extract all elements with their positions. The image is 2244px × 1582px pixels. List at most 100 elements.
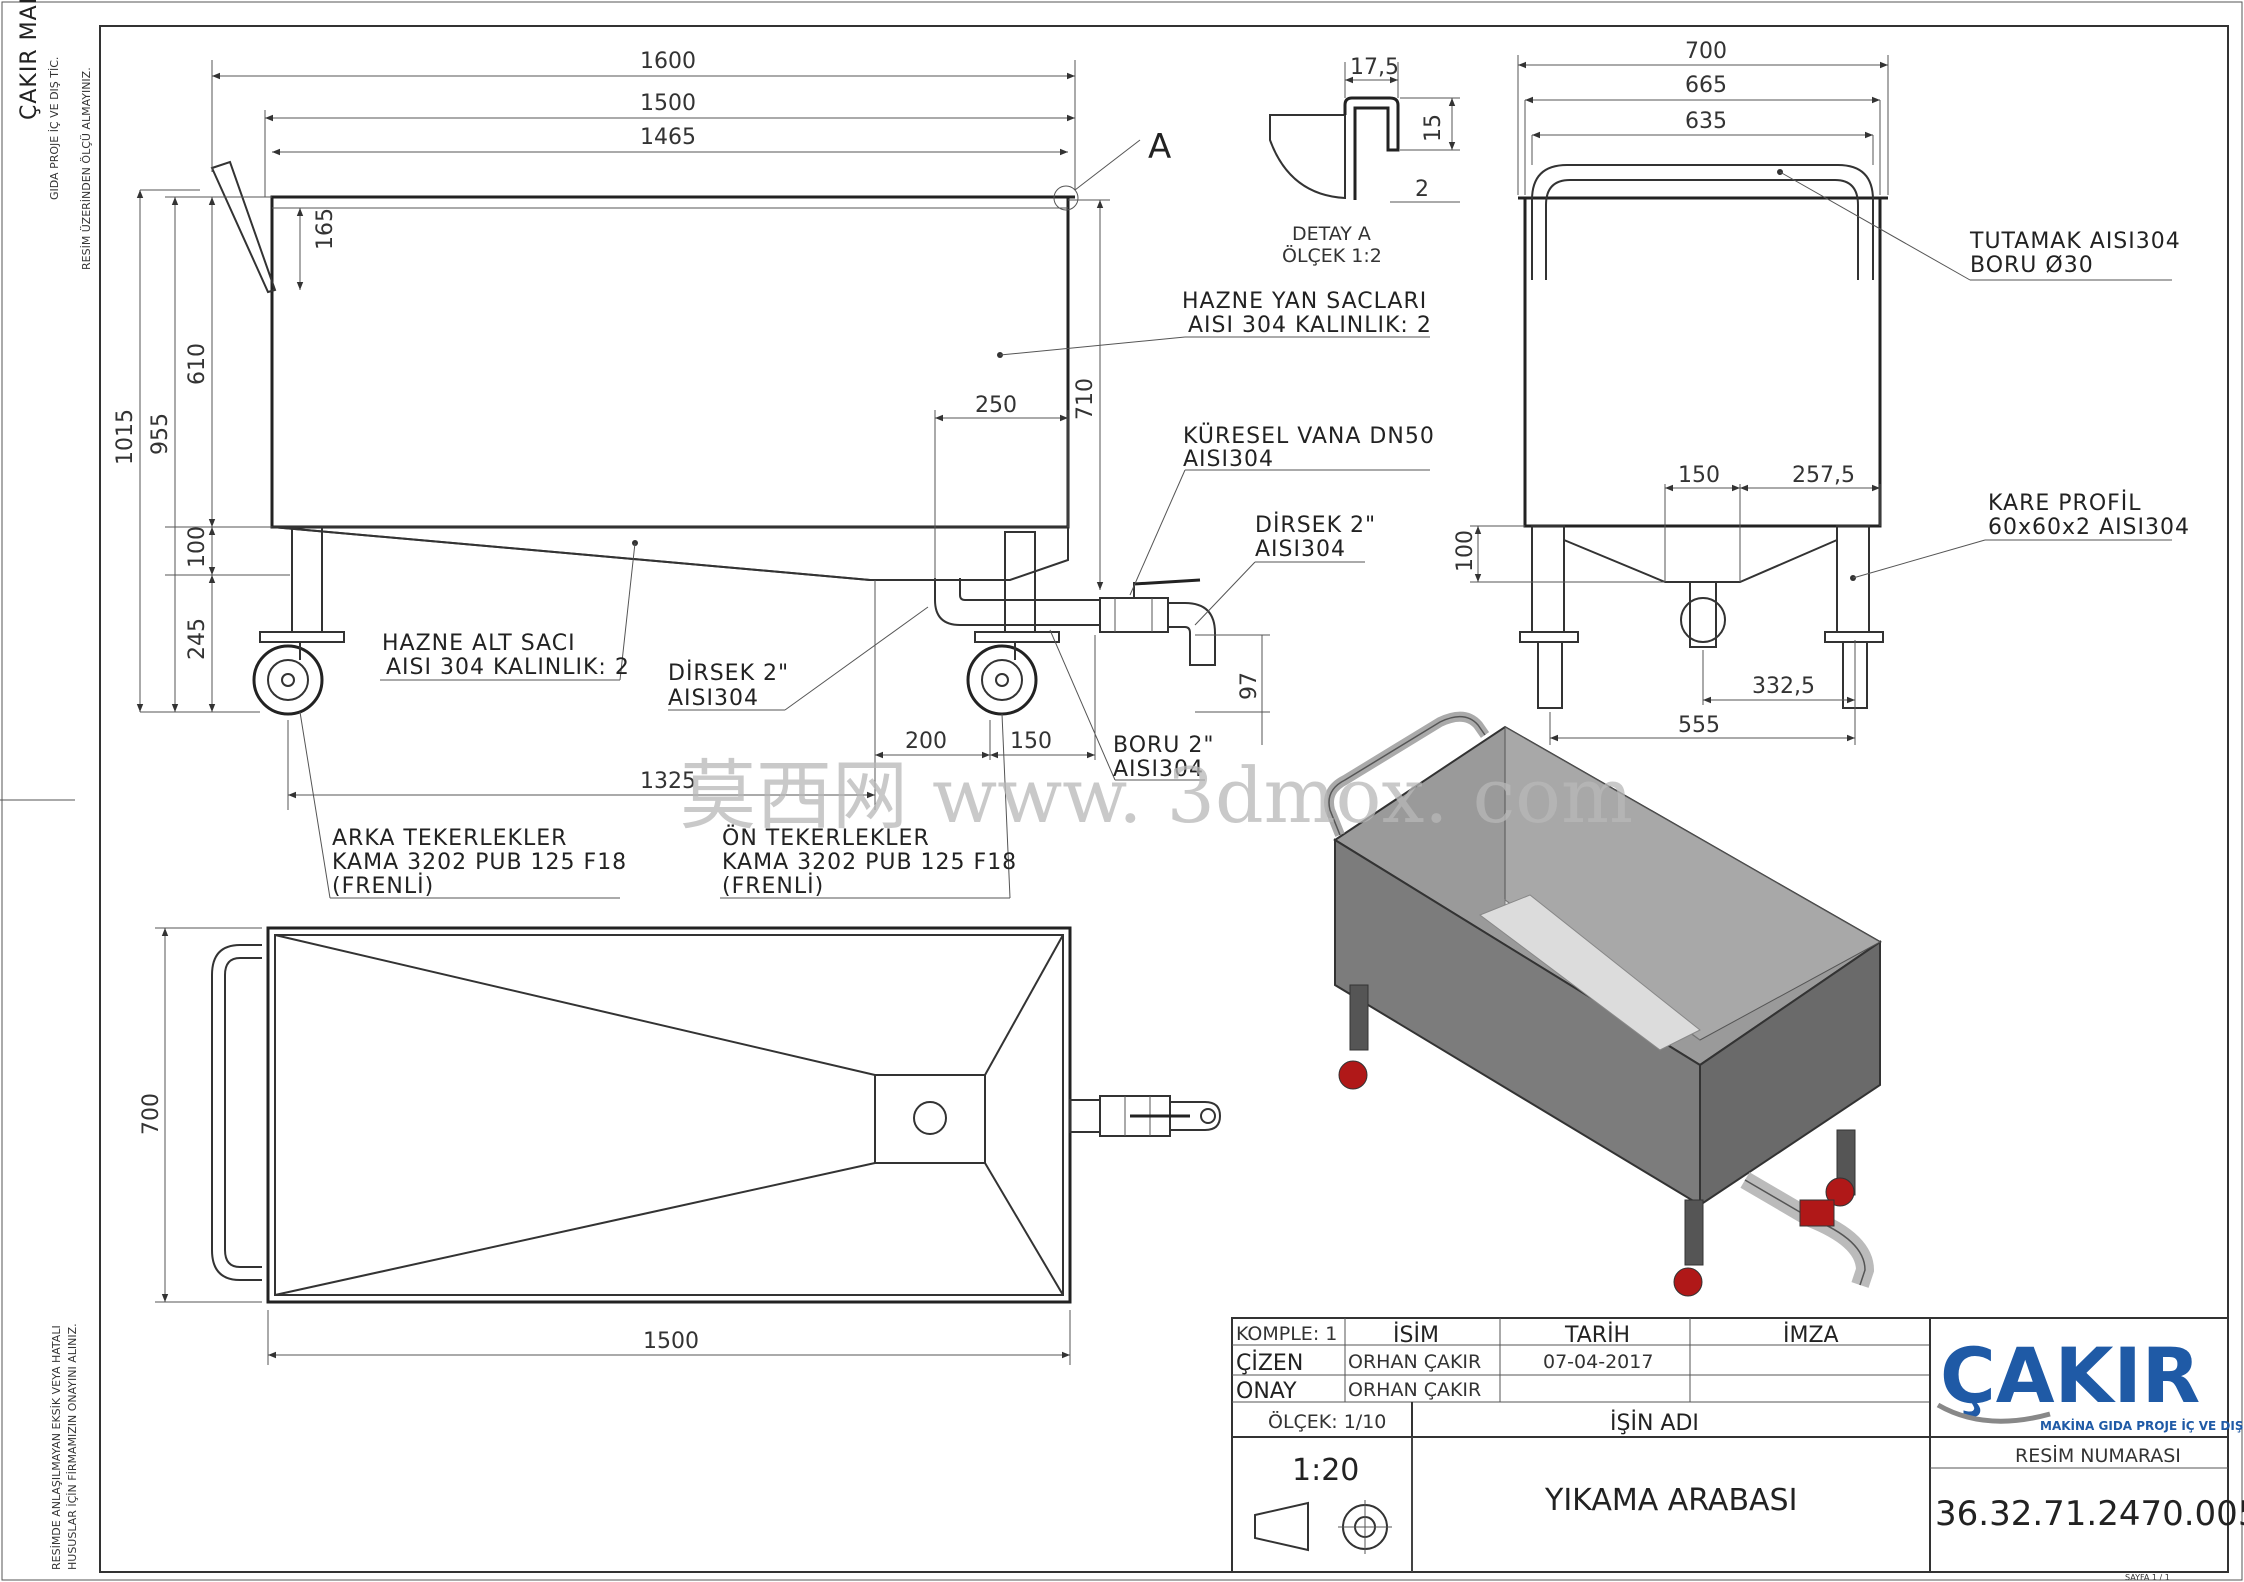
side-dim-665: 665 [1685,73,1727,98]
detail-marker-a: A [1148,127,1172,167]
dim-245: 245 [185,618,210,660]
warning-bottom-line2: HUSUSLAR İÇİN FİRMAMIZIN ONAYINI ALINIZ. [66,1323,79,1570]
callout-dirsek-right-2: AISI304 [1255,537,1346,562]
top-dim-1500: 1500 [643,1329,699,1354]
dim-150: 150 [1010,729,1052,754]
tb-cizen-date: 07-04-2017 [1543,1351,1653,1373]
tb-resim-no-header: RESİM NUMARASI [2015,1444,2181,1467]
side-dim-332-5: 332,5 [1752,674,1815,699]
callouts: HAZNE YAN SACLARI AISI 304 KALINLIK: 2 K… [299,169,2190,899]
detail-dim-2: 2 [1415,177,1429,202]
ball-valve [1099,597,1169,633]
tb-komple: KOMPLE: 1 [1236,1323,1337,1345]
dim-97: 97 [1237,672,1262,700]
tb-job-name: YIKAMA ARABASI [1544,1483,1797,1518]
top-dim-700: 700 [139,1093,164,1135]
tb-sayfa: SAYFA 1 / 1 [2125,1573,2170,1582]
detail-dim-15: 15 [1421,114,1446,142]
callout-hazne-yan-1: HAZNE YAN SACLARI [1182,289,1427,314]
valve-handle [1133,578,1201,586]
tb-olcek: ÖLÇEK: 1/10 [1268,1410,1386,1433]
title-block: KOMPLE: 1 İSİM TARİH İMZA ÇİZEN ORHAN ÇA… [1231,1317,2244,1582]
side-wheel-left [1537,641,1563,709]
dim-200: 200 [905,729,947,754]
tb-onay-label: ONAY [1236,1379,1297,1404]
watermark: 莫西网 www. 3dmox. com [680,751,1633,840]
tb-cizen-name: ORHAN ÇAKIR [1348,1351,1481,1373]
company-sub-vertical: GIDA PROJE İÇ VE DIŞ TİC. [48,57,61,200]
callout-arka-3: (FRENLİ) [332,873,434,899]
front-view: A 1600 1500 1465 165 610 1015 955 100 24… [113,49,1270,810]
callout-hazne-alt-1: HAZNE ALT SACI [382,631,576,656]
callout-arka-2: KAMA 3202 PUB 125 F18 [332,850,627,875]
dim-1500: 1500 [640,91,696,116]
company-logo: ÇAKIR [1940,1331,2200,1420]
side-dim-555: 555 [1678,713,1720,738]
inner-border [99,25,2229,1573]
tb-resim-no: 36.32.71.2470.005 [1935,1494,2244,1534]
company-vertical-text: ÇAKIR MAKİNA [16,0,42,120]
front-wheel [966,644,1038,716]
dim-610: 610 [185,343,210,385]
dim-955: 955 [148,413,173,455]
logo-swoosh-icon [1936,1402,2051,1424]
warning-bottom-line1: RESİMDE ANLAŞILMAYAN EKSİK VEYA HATALI [50,1325,63,1570]
callout-on-2: KAMA 3202 PUB 125 F18 [722,850,1017,875]
detail-dim-17-5: 17,5 [1350,55,1399,80]
callout-kuresel-1: KÜRESEL VANA DN50 [1183,423,1435,449]
dim-710: 710 [1073,378,1098,420]
tb-imza-header: İMZA [1783,1322,1839,1348]
tb-scale-big: 1:20 [1292,1453,1359,1488]
top-handle [211,944,262,1281]
dim-1015: 1015 [113,409,138,465]
callout-kuresel-2: AISI304 [1183,447,1274,472]
handle-tube [1531,164,1874,280]
dim-1325: 1325 [640,769,696,794]
callout-tutamak-1: TUTAMAK AISI304 [1969,229,2181,254]
side-view: 700 665 635 150 257,5 100 332,5 555 [1453,39,1889,745]
iso-side-face [1699,940,1881,1207]
callout-tutamak-2: BORU Ø30 [1970,253,2094,278]
callout-dirsek-right-1: DİRSEK 2" [1255,512,1376,538]
side-dim-100: 100 [1453,530,1478,572]
detail-title: DETAY A [1292,223,1371,245]
elbow-right [1168,602,1216,666]
callout-arka-1: ARKA TEKERLEKLER [332,826,567,851]
isometric-view [1324,711,1882,1297]
iso-wheel-1 [1338,1060,1368,1090]
dim-250: 250 [975,393,1017,418]
side-dim-700: 700 [1685,39,1727,64]
tb-isin-adi-header: İŞİN ADI [1610,1410,1699,1436]
tank-body [270,195,1070,529]
callout-kare-1: KARE PROFİL [1988,490,2142,516]
rear-wheel [252,644,324,716]
dim-100: 100 [185,526,210,568]
iso-wheel-3 [1825,1177,1855,1207]
top-view: 700 1500 [139,926,1222,1365]
iso-wheel-2 [1673,1267,1703,1297]
projection-cone-icon [1254,1501,1309,1552]
detail-scale: ÖLÇEK 1:2 [1282,244,1382,267]
dim-1465: 1465 [640,125,696,150]
side-dim-150: 150 [1678,463,1720,488]
warning-top-vertical: RESİM ÜZERİNDEN ÖLÇÜ ALMAYINIZ. [80,67,93,270]
callout-hazne-yan-2: AISI 304 KALINLIK: 2 [1188,313,1432,338]
logo-subtitle: MAKİNA GIDA PROJE İÇ VE DIŞ TİC. [2040,1418,2244,1433]
tb-tarih-header: TARİH [1564,1322,1630,1348]
callout-boru-2: AISI304 [1113,757,1204,782]
drain-outlet [874,1074,986,1164]
callout-dirsek-left-2: AISI304 [668,686,759,711]
side-dim-635: 635 [1685,109,1727,134]
tb-onay-name: ORHAN ÇAKIR [1348,1379,1481,1401]
detail-a: 17,5 15 2 DETAY A ÖLÇEK 1:2 [1269,55,1460,267]
dim-1600: 1600 [640,49,696,74]
tb-isim-header: İSİM [1393,1322,1439,1348]
side-dim-257-5: 257,5 [1792,463,1855,488]
callout-dirsek-left-1: DİRSEK 2" [668,660,789,686]
callout-on-1: ÖN TEKERLEKLER [722,825,930,851]
tb-cizen-label: ÇİZEN [1236,1350,1303,1376]
callout-kare-2: 60x60x2 AISI304 [1988,515,2190,540]
callout-on-3: (FRENLİ) [722,873,824,899]
